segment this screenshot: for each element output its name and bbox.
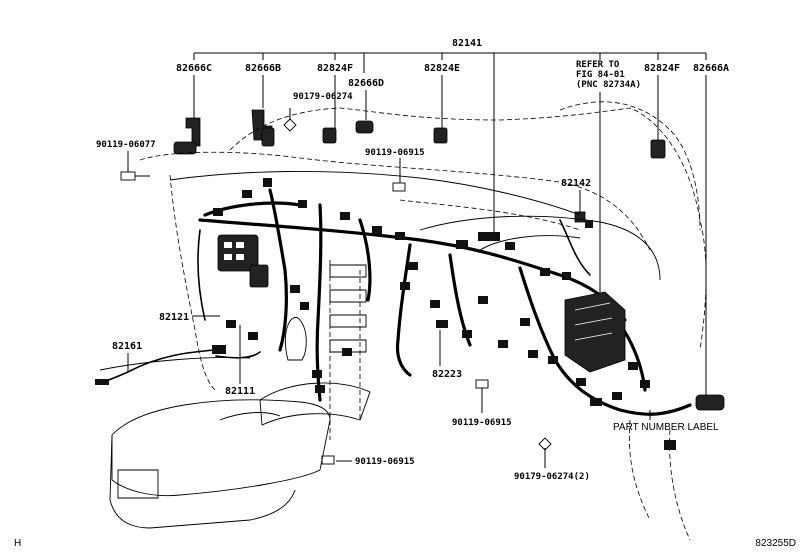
label-82666b: 82666B xyxy=(245,63,281,74)
label-82142: 82142 xyxy=(561,178,591,189)
main-wire-harness xyxy=(95,188,692,416)
part-82824f-right xyxy=(650,139,666,159)
label-82161: 82161 xyxy=(112,341,142,352)
label-90179-06274-top: 90179-06274 xyxy=(293,92,353,102)
label-refer-to-line2: FIG 84-01 xyxy=(576,70,625,80)
part-82824e xyxy=(433,127,448,144)
bolt-90119-06077 xyxy=(120,171,150,181)
label-82666c: 82666C xyxy=(176,63,212,74)
bolt-90119-top xyxy=(392,182,406,192)
label-90119-06915-bottom: 90119-06915 xyxy=(355,457,415,467)
label-82824f-right: 82824F xyxy=(644,63,680,74)
part-82824f-left xyxy=(322,127,337,144)
label-82824f-left: 82824F xyxy=(317,63,353,74)
part-82666d xyxy=(355,120,374,134)
top-callout-bracket xyxy=(193,52,707,235)
label-refer-to-line1: REFER TO xyxy=(576,60,620,70)
label-82121: 82121 xyxy=(159,312,189,323)
harness-connectors xyxy=(95,178,676,450)
bolt-90119-bottom xyxy=(321,455,335,465)
ecu-block-right xyxy=(564,291,626,373)
label-82666d: 82666D xyxy=(348,78,384,89)
top-leaders xyxy=(193,75,707,395)
clip-90179-top xyxy=(283,108,297,132)
label-82824e: 82824E xyxy=(424,63,460,74)
label-82223: 82223 xyxy=(432,369,462,380)
diagram-code: 823255D xyxy=(755,538,796,549)
label-82111: 82111 xyxy=(225,386,255,397)
label-part-number-label: PART NUMBER LABEL xyxy=(613,422,719,433)
label-90119-06915-mid: 90119-06915 xyxy=(452,418,512,428)
part-82666a xyxy=(695,394,725,411)
junction-block-82121 xyxy=(217,234,269,288)
part-82142 xyxy=(574,211,586,223)
part-82666c xyxy=(173,117,201,155)
label-refer-to-line3: (PNC 82734A) xyxy=(576,80,641,90)
label-90119-06077: 90119-06077 xyxy=(96,140,156,150)
clip-90179-bottom xyxy=(538,437,552,451)
label-82666a: 82666A xyxy=(693,63,729,74)
label-82141: 82141 xyxy=(452,38,482,49)
bolt-90119-mid xyxy=(475,379,489,389)
label-90179-06274-2: 90179-06274(2) xyxy=(514,472,590,482)
part-82666b xyxy=(251,109,275,147)
corner-mark-h: H xyxy=(14,538,21,549)
label-90119-06915-top: 90119-06915 xyxy=(365,148,425,158)
